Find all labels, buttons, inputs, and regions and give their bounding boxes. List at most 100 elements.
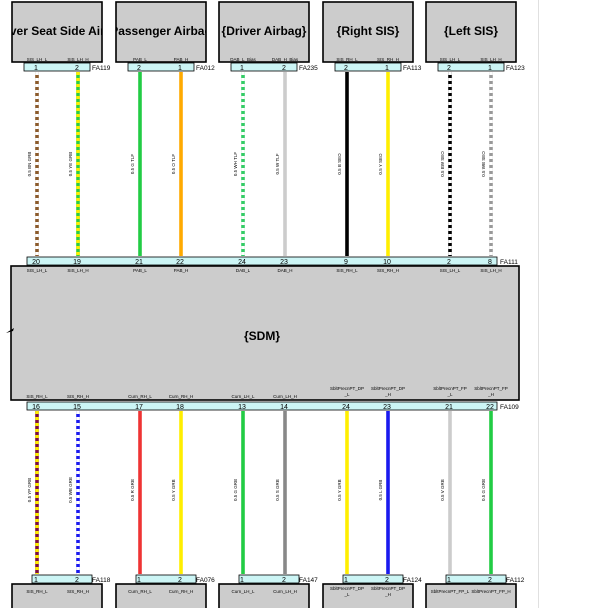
component-box[interactable] xyxy=(115,583,207,608)
sdm-module-box[interactable] xyxy=(10,265,520,401)
top-connector-3: FA235 xyxy=(230,62,318,72)
bottom-component-3[interactable] xyxy=(218,583,310,608)
sdm-title: {SDM} xyxy=(244,329,280,343)
signal-label: _H xyxy=(384,392,391,397)
signal-label: _L xyxy=(343,392,350,397)
wire-label: 0.5 YP GRB xyxy=(27,478,32,502)
pin-number: 2 xyxy=(282,577,286,584)
component-title: {Driver Airbag} xyxy=(222,24,307,38)
component-box[interactable] xyxy=(218,1,310,63)
connector-strip xyxy=(31,574,93,584)
connector-name: FA076 xyxy=(196,577,215,584)
pin-number: 2 xyxy=(447,259,451,266)
top-connector-5: FA123 xyxy=(437,62,525,72)
signal-label: DAB_H xyxy=(277,268,292,273)
signal-label: SIS_LH_H xyxy=(480,57,501,62)
connector-strip xyxy=(127,62,195,72)
wire-label: 0.5 W TLF xyxy=(275,153,280,174)
wire-label: 0.5 R GRB xyxy=(130,479,135,501)
pin-number: 1 xyxy=(488,65,492,72)
wire-label: 0.5 BN GRB xyxy=(27,152,32,177)
component-box[interactable] xyxy=(218,583,310,608)
pin-number: 2 xyxy=(137,65,141,72)
component-box[interactable] xyxy=(425,1,517,63)
top-component-3[interactable]: {Driver Airbag} xyxy=(218,1,310,63)
wire-label: 0.5 L GRB xyxy=(378,480,383,501)
pin-number: 2 xyxy=(488,577,492,584)
pin-number: 1 xyxy=(240,65,244,72)
bottom-component-4[interactable] xyxy=(322,583,414,608)
connector-strip xyxy=(342,574,404,584)
top-connector-2: FA012 xyxy=(127,62,215,72)
sdm-bottom-connector-strip xyxy=(26,401,498,411)
pin-number: 9 xyxy=(344,259,348,266)
connector-name: FA123 xyxy=(506,65,525,72)
connector-strip xyxy=(23,62,91,72)
bottom-component-2[interactable] xyxy=(115,583,207,608)
signal-label: SIS_RH_L xyxy=(26,589,48,594)
signal-label: Curn_RH_L xyxy=(128,394,152,399)
wire-label: 0.5 V GRB xyxy=(440,479,445,501)
signal-label: PAB_H xyxy=(174,268,188,273)
pin-number: 22 xyxy=(486,404,494,411)
pin-number: 21 xyxy=(135,259,143,266)
signal-label: SbltPrecnPT_FP_H xyxy=(471,589,510,594)
wire-label: 0.5 WH TLF xyxy=(233,152,238,176)
connector-name: FA124 xyxy=(403,577,422,584)
wire-label: 0.5 G GRB xyxy=(233,479,238,501)
wire-label: 0.5 YE GRB xyxy=(68,152,73,176)
connector-strip xyxy=(135,574,197,584)
signal-label: SIS_LH_L xyxy=(27,57,48,62)
pin-number: 20 xyxy=(32,259,40,266)
wire-label: 0.5 Y SEO xyxy=(378,153,383,175)
top-component-2[interactable]: Passenger Airbag xyxy=(110,1,212,63)
signal-label: Curn_RH_H xyxy=(169,589,194,594)
top-connector-4: FA113 xyxy=(334,62,422,72)
pin-number: 8 xyxy=(488,259,492,266)
pin-number: 17 xyxy=(135,404,143,411)
signal-label: SIS_RH_H xyxy=(377,268,399,273)
top-component-1[interactable]: river Seat Side Airb xyxy=(2,1,112,63)
signal-label: _H xyxy=(384,592,391,597)
pin-number: 2 xyxy=(385,577,389,584)
signal-label: _L xyxy=(343,592,350,597)
wire-label: 0.5 S GRB xyxy=(275,479,280,501)
bottom-component-1[interactable] xyxy=(11,583,103,608)
top-component-5[interactable]: {Left SIS} xyxy=(425,1,517,63)
signal-label: PAB_L xyxy=(133,57,147,62)
component-box[interactable] xyxy=(11,583,103,608)
component-box[interactable] xyxy=(322,1,414,63)
pin-number: 22 xyxy=(176,259,184,266)
connector-name: FA118 xyxy=(92,577,111,584)
pin-number: 1 xyxy=(240,577,244,584)
component-box[interactable] xyxy=(115,1,207,63)
pin-number: 1 xyxy=(34,577,38,584)
component-title: {Right SIS} xyxy=(337,24,400,38)
signal-label: _H xyxy=(487,392,494,397)
pin-number: 19 xyxy=(73,259,81,266)
signal-label: SIS_RH_H xyxy=(67,589,89,594)
pin-number: 18 xyxy=(176,404,184,411)
component-box[interactable] xyxy=(322,583,414,608)
component-box[interactable] xyxy=(11,1,103,63)
signal-label: SIS_RH_L xyxy=(26,394,48,399)
wire-label: 0.5 Y GRB xyxy=(171,479,176,500)
pin-number: 14 xyxy=(280,404,288,411)
signal-label: SIS_LH_H xyxy=(480,268,501,273)
arrow-icon xyxy=(6,328,14,333)
bottom-connector-1: FA118 xyxy=(31,574,111,584)
top-component-4[interactable]: {Right SIS} xyxy=(322,1,414,63)
signal-label: SbltPrecnPT_DP xyxy=(371,586,405,591)
signal-label: Curn_LH_L xyxy=(231,589,255,594)
signal-label: SIS_LH_L xyxy=(27,268,48,273)
pin-number: 1 xyxy=(137,577,141,584)
signal-label: SIS_RH_L xyxy=(336,268,358,273)
connector-strip xyxy=(437,62,505,72)
pin-number: 24 xyxy=(342,404,350,411)
signal-label: PAB_H xyxy=(174,57,188,62)
signal-label: SbltPrecnPT_DP xyxy=(330,586,364,591)
component-box[interactable] xyxy=(425,583,517,608)
bottom-component-5[interactable] xyxy=(425,583,517,608)
signal-label: SbltPrecnPT_DP xyxy=(371,386,405,391)
pin-number: 13 xyxy=(238,404,246,411)
